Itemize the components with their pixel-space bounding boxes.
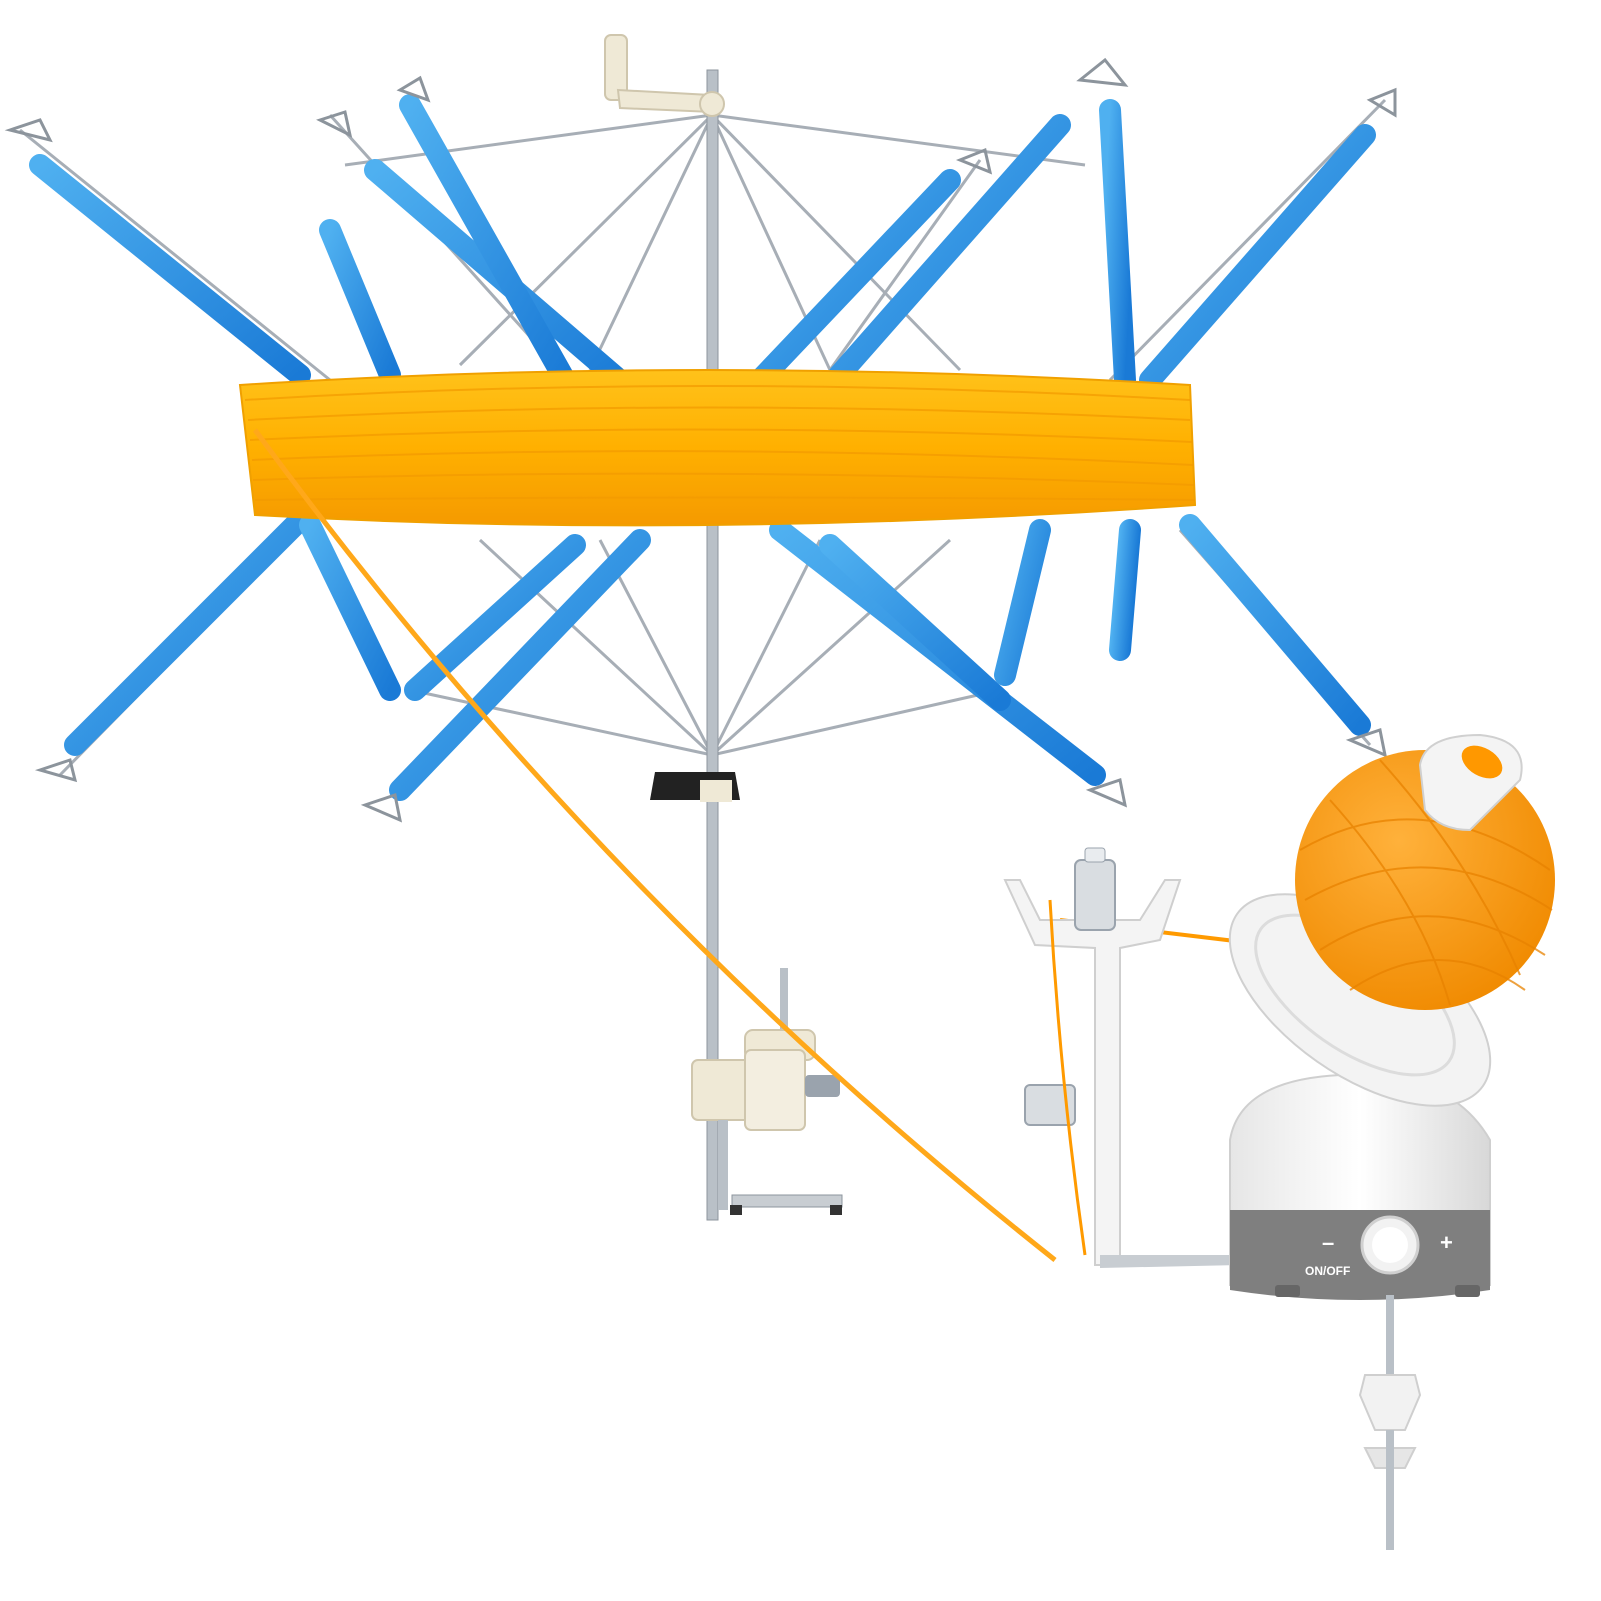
winder-table-clamp [1358, 1295, 1422, 1550]
swift-table-clamp [650, 772, 843, 1215]
winder-body [1229, 1073, 1491, 1300]
yarn-hank [238, 369, 1197, 527]
yarn-strand [252, 428, 1057, 1262]
yarn-ball [1295, 733, 1555, 1010]
swift-blue-arms-upper [29, 94, 1376, 396]
winder-yarn-guide [1003, 847, 1240, 1268]
winder-speed-dial[interactable] [1360, 1215, 1420, 1275]
dial-minus-label: – [1322, 1230, 1334, 1255]
yarn-ball-winder: – + ON/OFF [1003, 733, 1555, 1550]
swift-blue-arms-lower [64, 514, 1371, 801]
swift-crank-handle [604, 34, 725, 117]
swift-arm-hooks [4, 57, 1397, 823]
power-label: ON/OFF [1305, 1264, 1350, 1278]
dial-plus-label: + [1440, 1230, 1453, 1255]
yarn-swift [4, 34, 1397, 1221]
swift-center-pole [706, 69, 719, 1221]
winder-gray-base [1230, 1210, 1490, 1300]
